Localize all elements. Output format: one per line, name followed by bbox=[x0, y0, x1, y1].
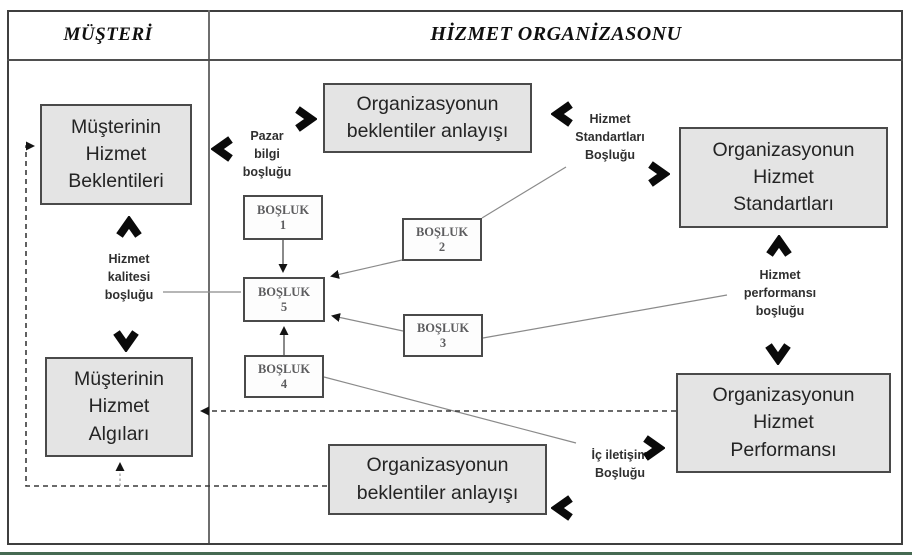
header-customer-cell: MÜŞTERİ bbox=[7, 10, 209, 59]
internal-comm-chevron-left-icon bbox=[551, 495, 577, 521]
quality-gap-chevron-up-icon bbox=[116, 216, 142, 242]
column-divider bbox=[208, 10, 210, 543]
box-customer-expectations-label: Müşterinin Hizmet Beklentileri bbox=[68, 115, 164, 193]
box-org-standards: Organizasyonun Hizmet Standartları bbox=[679, 127, 888, 228]
label-market-gap: Pazar bilgi boşluğu bbox=[242, 129, 292, 180]
gap-box-4: BOŞLUK 4 bbox=[244, 355, 324, 398]
diagram-border bbox=[7, 10, 903, 545]
gap-box-2: BOŞLUK 2 bbox=[402, 218, 482, 261]
header-organization-label: HİZMET ORGANİZASONU bbox=[430, 23, 682, 45]
market-gap-chevron-left-icon bbox=[211, 136, 237, 162]
bottom-accent-line bbox=[0, 552, 912, 555]
gap-box-3: BOŞLUK 3 bbox=[403, 314, 483, 357]
box-customer-perceptions: Müşterinin Hizmet Algıları bbox=[45, 357, 193, 457]
label-quality-gap: Hizmet kalitesi boşluğu bbox=[104, 252, 154, 303]
box-org-performance-label: Organizasyonun Hizmet Performansı bbox=[712, 384, 855, 461]
box-org-expectations-bottom: Organizasyonun beklentiler anlayışı bbox=[328, 444, 547, 515]
internal-comm-chevron-right-icon bbox=[639, 435, 665, 461]
gap-box-2-number: 2 bbox=[438, 239, 446, 254]
quality-gap-chevron-down-icon bbox=[113, 326, 139, 352]
label-standards-gap: Hizmet Standartları Boşluğu bbox=[575, 112, 645, 163]
gap-box-4-number: 4 bbox=[280, 376, 288, 391]
gap-box-2-label: BOŞLUK bbox=[415, 224, 469, 239]
label-internal-comm-gap: İç iletişim Boşluğu bbox=[591, 448, 649, 481]
gap-box-4-label: BOŞLUK bbox=[257, 361, 311, 376]
label-performance-gap: Hizmet performansı boşluğu bbox=[743, 268, 817, 319]
gap-box-3-number: 3 bbox=[439, 335, 447, 350]
header-separator-line bbox=[7, 59, 903, 61]
gap-box-5-label: BOŞLUK bbox=[257, 284, 311, 299]
market-gap-chevron-right-icon bbox=[291, 106, 317, 132]
box-org-expectations-bottom-label: Organizasyonun beklentiler anlayışı bbox=[356, 454, 519, 504]
box-customer-expectations: Müşterinin Hizmet Beklentileri bbox=[40, 104, 192, 205]
gap-box-5: BOŞLUK 5 bbox=[243, 277, 325, 322]
gap-box-1-number: 1 bbox=[279, 217, 287, 232]
performance-gap-chevron-up-icon bbox=[766, 235, 792, 261]
box-org-expectations-top: Organizasyonun beklentiler anlayışı bbox=[323, 83, 532, 153]
gap-box-1-label: BOŞLUK bbox=[256, 202, 310, 217]
gap-box-1: BOŞLUK 1 bbox=[243, 195, 323, 240]
header-organization-cell: HİZMET ORGANİZASONU bbox=[209, 10, 903, 59]
performance-gap-chevron-down-icon bbox=[765, 339, 791, 365]
gap-box-3-label: BOŞLUK bbox=[416, 320, 470, 335]
header-customer-label: MÜŞTERİ bbox=[63, 23, 153, 45]
box-customer-perceptions-label: Müşterinin Hizmet Algıları bbox=[74, 368, 164, 445]
standards-gap-chevron-right-icon bbox=[644, 161, 670, 187]
box-org-standards-label: Organizasyonun Hizmet Standartları bbox=[712, 138, 855, 216]
box-org-expectations-top-label: Organizasyonun beklentiler anlayışı bbox=[346, 92, 509, 142]
box-org-performance: Organizasyonun Hizmet Performansı bbox=[676, 373, 891, 473]
gap-box-5-number: 5 bbox=[280, 299, 288, 314]
standards-gap-chevron-left-icon bbox=[551, 101, 577, 127]
